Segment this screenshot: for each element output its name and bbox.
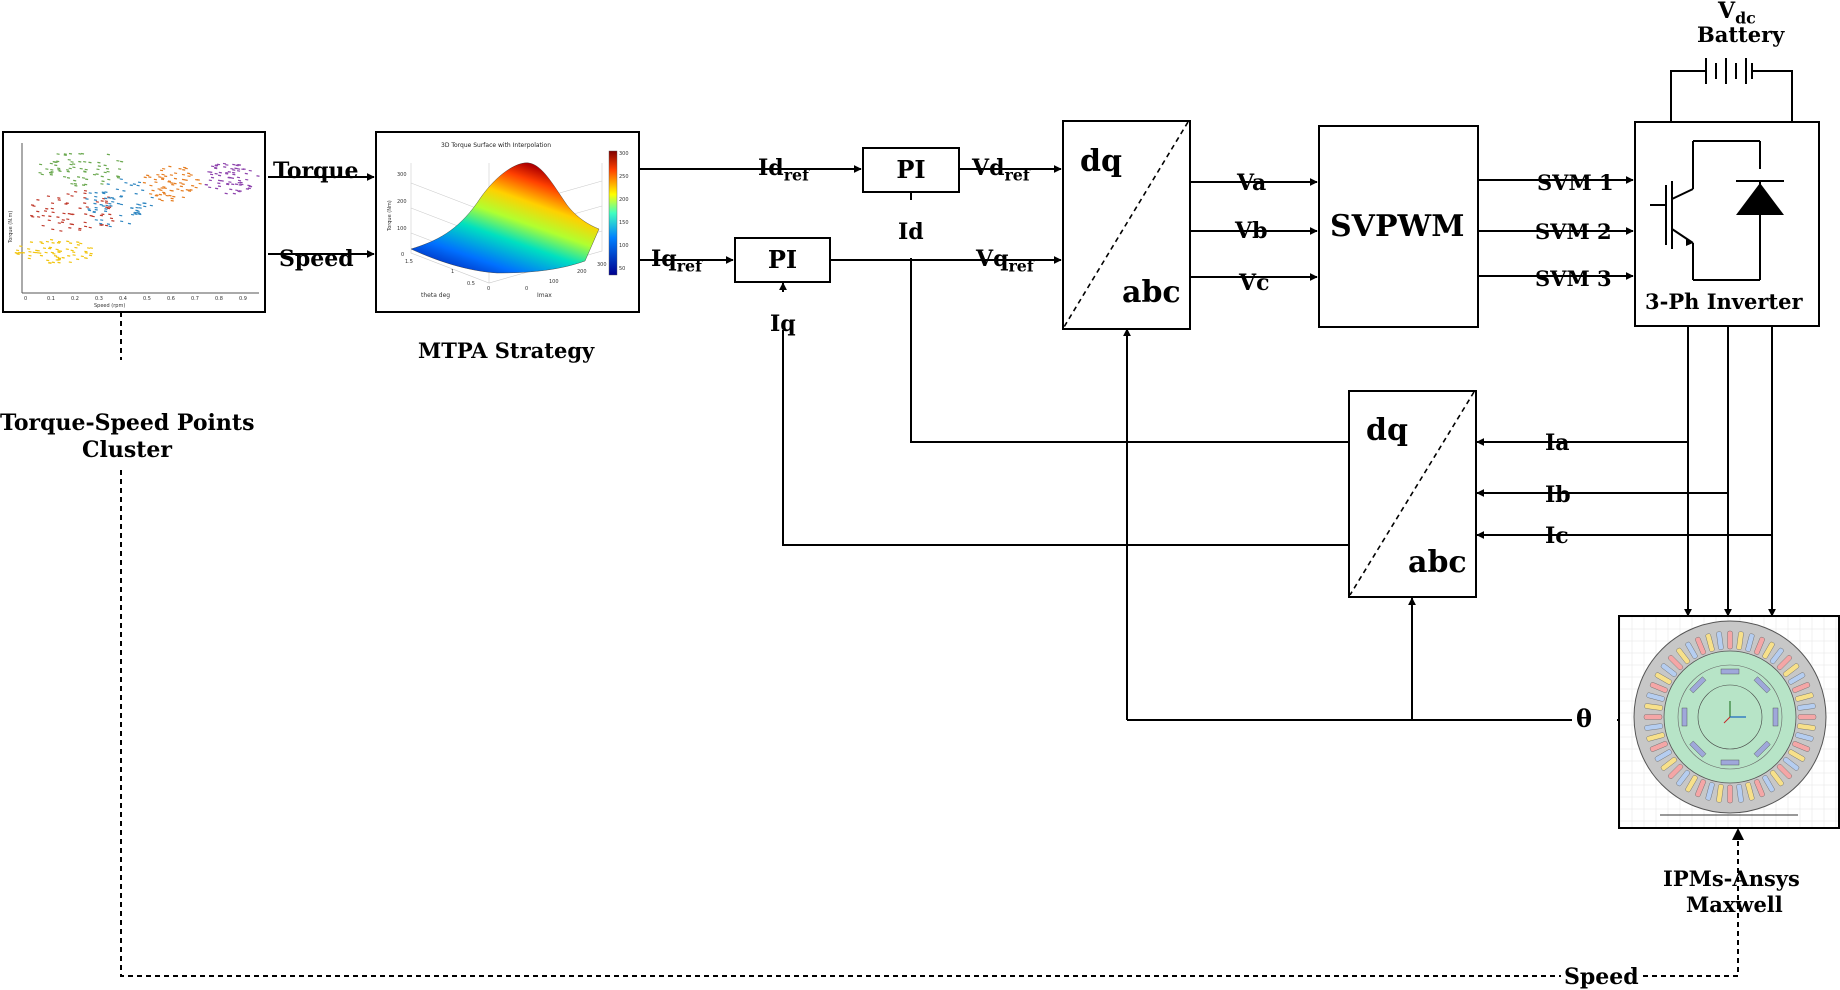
cluster-caption-line1: Torque-Speed Points (0, 410, 255, 436)
mtpa-ylabel: Imax (537, 292, 552, 299)
svg-text:0: 0 (487, 286, 490, 292)
cluster-scatter: 0 0.1 0.2 0.3 0.4 0.5 0.6 0.7 0.8 0.9 Speed (r… (8, 143, 260, 309)
torque-label: Torque (273, 158, 359, 184)
svg-text:0: 0 (401, 252, 404, 258)
mtpa-zlabel: Torque (Nm) (387, 200, 393, 232)
svg-text:0.7: 0.7 (191, 296, 199, 302)
mtpa-plot-title: 3D Torque Surface with Interpolation (441, 142, 551, 149)
vb-label: Vb (1235, 218, 1268, 244)
battery-label: Battery (1697, 22, 1785, 47)
svg-text:200: 200 (397, 199, 407, 205)
park-top-dq: dq (1080, 144, 1122, 179)
ipm-motor-model (1618, 615, 1840, 829)
svm2-label: SVM 2 (1535, 219, 1612, 244)
svg-text:200: 200 (577, 269, 587, 275)
motor-caption-line1: IPMs-Ansys (1663, 866, 1800, 891)
svg-text:1: 1 (451, 269, 454, 275)
park-transform: dq abc (1348, 390, 1477, 598)
park-bottom-abc: abc (1408, 545, 1467, 580)
iq-ref-label: Iqref (651, 246, 702, 276)
svg-text:300: 300 (597, 262, 607, 268)
three-phase-inverter: 3-Ph Inverter (1634, 121, 1820, 327)
svg-text:250: 250 (619, 174, 629, 180)
va-label: Va (1237, 170, 1267, 196)
speed-feedback-label: Speed (1562, 964, 1641, 990)
svg-text:150: 150 (619, 220, 629, 226)
svg-text:0.1: 0.1 (47, 296, 55, 302)
pi-controller-d: PI (862, 147, 960, 193)
battery-bus (1670, 70, 1706, 122)
iq-feedback-wire (782, 330, 1348, 546)
park-bottom-dq: dq (1366, 413, 1408, 448)
torque-speed-cluster-plot: 0 0.1 0.2 0.3 0.4 0.5 0.6 0.7 0.8 0.9 Speed (r… (2, 131, 266, 313)
svpwm-block: SVPWM (1318, 125, 1479, 328)
mtpa-surface: 3D Torque Surface with Interpolation 300… (387, 142, 629, 299)
id-feedback-wire (910, 258, 1348, 443)
svg-text:100: 100 (619, 243, 629, 249)
inverse-park-transform: dq abc (1062, 120, 1191, 330)
pi-d-label: PI (896, 155, 926, 184)
svg-text:0.3: 0.3 (95, 296, 103, 302)
inverter-symbol (1650, 140, 1784, 281)
park-bottom-diagonal (1350, 392, 1475, 596)
vdc-label: Vdc (1718, 0, 1756, 28)
svg-text:50: 50 (619, 266, 625, 272)
pi-q-label: PI (767, 245, 798, 274)
ib-label: Ib (1545, 482, 1571, 508)
svpwm-label: SVPWM (1330, 209, 1465, 244)
iq-feedback-label: Iq (770, 311, 796, 337)
vq-ref-label: Vqref (976, 246, 1034, 276)
svg-text:100: 100 (397, 226, 407, 232)
park-top-abc: abc (1122, 275, 1181, 310)
svg-text:300: 300 (619, 151, 629, 157)
svm1-label: SVM 1 (1537, 170, 1614, 195)
ic-label: Ic (1545, 523, 1569, 549)
cluster-xlabel: Speed (rpm) (94, 303, 125, 309)
mtpa-surface-plot: 3D Torque Surface with Interpolation 300… (375, 131, 640, 313)
svg-text:0.4: 0.4 (119, 296, 127, 302)
ia-label: Ia (1545, 430, 1570, 456)
id-feedback-label: Id (898, 219, 924, 245)
svg-text:0.6: 0.6 (167, 296, 175, 302)
cluster-caption-line2: Cluster (82, 437, 172, 463)
svg-text:100: 100 (549, 279, 559, 285)
svg-text:200: 200 (619, 197, 629, 203)
svg-text:0.8: 0.8 (215, 296, 223, 302)
cluster-ylabel: Torque (N.m) (8, 211, 14, 244)
speed-label: Speed (279, 246, 354, 272)
vd-ref-label: Vdref (972, 155, 1030, 185)
motor-cross-section (1620, 617, 1838, 827)
motor-caption-line2: Maxwell (1686, 892, 1783, 917)
svg-text:0: 0 (525, 286, 528, 292)
inverter-caption: 3-Ph Inverter (1645, 289, 1803, 314)
pi-controller-q: PI (734, 237, 831, 283)
vc-label: Vc (1239, 270, 1270, 296)
svm3-label: SVM 3 (1535, 266, 1612, 291)
svg-text:0.9: 0.9 (239, 296, 247, 302)
mtpa-xlabel: theta deg (421, 292, 450, 299)
mtpa-caption: MTPA Strategy (418, 338, 595, 363)
svg-text:0.5: 0.5 (467, 281, 475, 287)
svg-text:0.2: 0.2 (71, 296, 79, 302)
theta-label: θ (1572, 707, 1597, 731)
svg-text:1.5: 1.5 (405, 259, 413, 265)
svg-text:0: 0 (24, 296, 27, 302)
svg-text:0.5: 0.5 (143, 296, 151, 302)
id-ref-label: Idref (758, 155, 809, 185)
park-top-diagonal (1064, 122, 1189, 328)
svg-text:300: 300 (397, 172, 407, 178)
